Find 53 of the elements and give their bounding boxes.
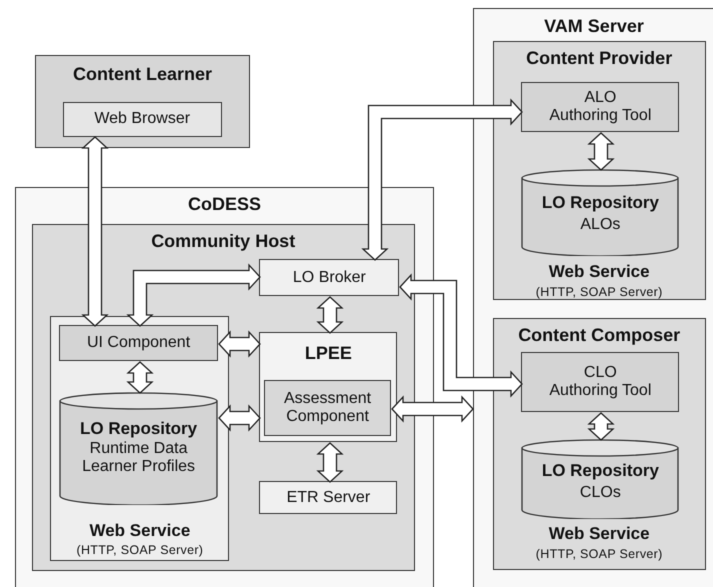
heading-text: LO Repository [542,193,659,213]
heading-text: LO Repository [80,419,198,439]
block-arrow [587,412,615,441]
heading-text: Web Service [548,262,650,282]
heading-text: Web Service [548,524,650,544]
label-text: ALO Authoring Tool [548,88,652,126]
heading-text: Content Composer [518,324,680,346]
heading-text: Web Service [89,521,190,541]
label-text: CLO Authoring Tool [548,364,652,401]
label-text: UI Component [86,334,190,352]
composer-panel [492,318,706,570]
note-text: (HTTP, SOAP Server) [76,543,204,558]
block-arrow [218,404,261,432]
label-text: ETR Server [286,488,370,508]
heading-text: Content Provider [526,48,672,68]
block-arrow [218,330,261,358]
component-box [259,259,400,296]
label-text: Runtime Data Learner Profiles [81,440,196,477]
label-text: Assessment Component [282,390,372,426]
label-text: LO Broker [292,268,366,288]
block-arrow [316,442,344,483]
note-text: (HTTP, SOAP Server) [536,284,663,300]
host-panel [32,224,415,571]
component-box [264,380,392,436]
block-arrow [391,395,474,423]
provider-panel [492,40,706,300]
service-panel [50,316,230,562]
server-container [473,8,713,587]
heading-text: VAM Server [544,16,644,37]
label-text: CLOs [580,484,621,503]
block-arrow [587,132,615,171]
block-arrow [126,263,261,327]
note-text: (HTTP, SOAP Server) [536,546,663,562]
block-arrow [81,136,109,327]
label-text: ALOs [580,216,620,235]
heading-text: LO Repository [542,461,659,481]
block-arrow [316,296,344,334]
component-box [259,481,398,514]
block-arrow [361,98,523,261]
label-text: Web Browser [94,110,190,128]
engine-box [259,332,398,442]
component-box [62,102,222,137]
heading-text: LPEE [304,343,352,364]
block-arrow [399,273,523,398]
heading-text: CoDESS [188,194,261,215]
actor-panel [35,55,250,148]
component-box [59,325,218,362]
heading-text: Content Learner [72,64,212,85]
tool-box [521,82,680,132]
heading-text: Community Host [151,230,296,252]
block-arrow [126,361,154,394]
system-container [15,187,434,587]
tool-box [521,352,680,412]
